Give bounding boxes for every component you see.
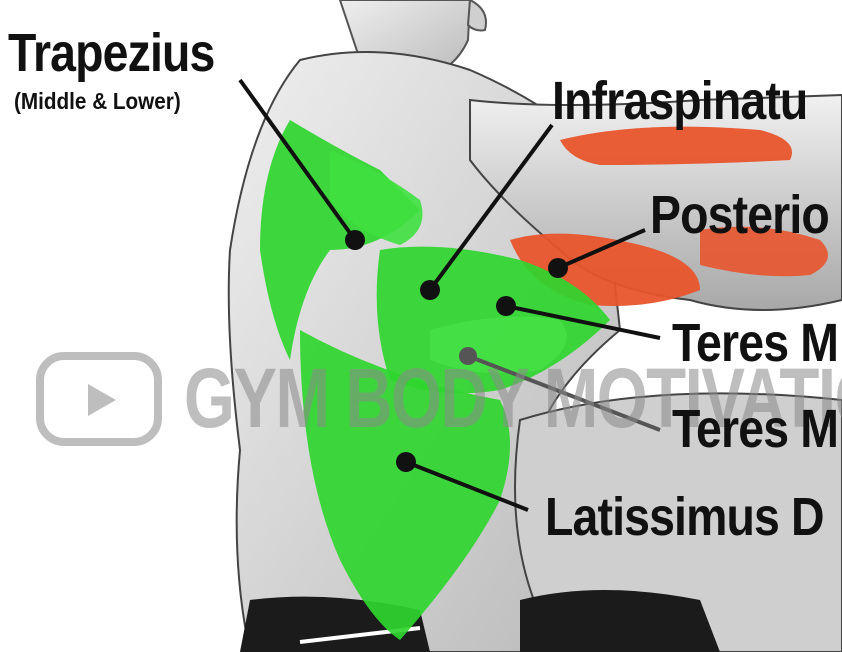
infraspinatus-highlight	[560, 126, 792, 165]
label-teres-minor: Teres M	[672, 399, 839, 459]
infraspinatus-line	[428, 123, 554, 292]
label-latissimus: Latissimus D	[545, 487, 825, 547]
label-posterior: Posterio	[650, 185, 830, 245]
teres-minor-line	[467, 354, 661, 432]
latissimus-line	[405, 460, 529, 512]
label-trapezius-sub: (Middle & Lower)	[14, 88, 181, 114]
play-button-icon	[36, 352, 162, 446]
watermark-text: GYM BODY MOTIVATIO	[184, 351, 842, 445]
upper-trap	[330, 150, 423, 245]
watermark: GYM BODY MOTIVATIO	[36, 352, 842, 452]
ear	[466, 0, 487, 32]
deltoid-right	[700, 226, 828, 277]
teres-major-line	[505, 304, 661, 340]
posterior-line	[557, 228, 646, 270]
latissimus-highlight	[300, 330, 510, 640]
trapezius-line	[238, 78, 357, 242]
label-infraspinatus: Infraspinatu	[552, 71, 808, 131]
shorts-right	[520, 590, 720, 652]
label-teres-major: Teres M	[672, 313, 839, 373]
label-trapezius: Trapezius	[8, 23, 215, 83]
